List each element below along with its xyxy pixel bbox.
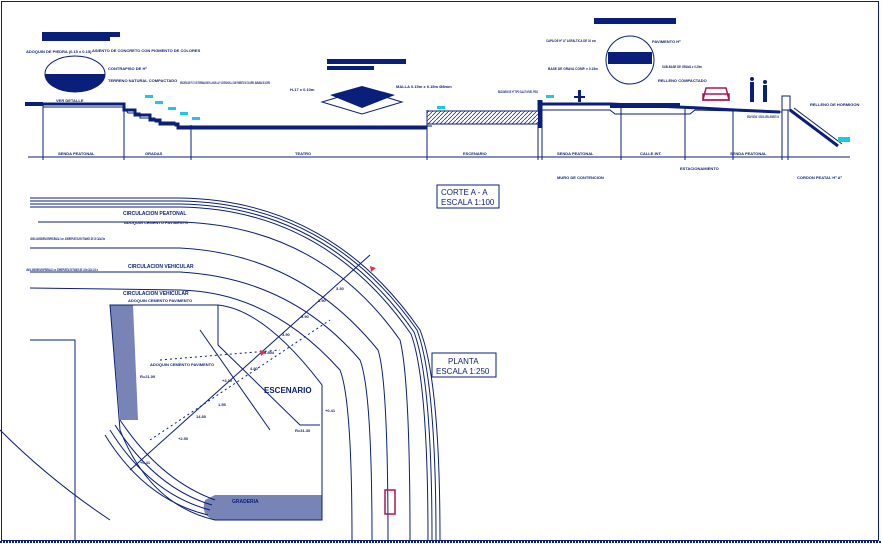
detail-circle-left-fill <box>45 74 105 92</box>
section-heading-bar-right <box>594 18 676 24</box>
dimension-label: 14.80 <box>196 414 207 419</box>
stage-label: ESCENARIO <box>264 386 312 395</box>
plan-label: GRADERIA <box>232 499 259 505</box>
radius-label: R=21.00 <box>140 374 156 379</box>
plan-label: CIRCULACION PEATONAL <box>123 211 186 217</box>
callout-text: VER DETALLE <box>56 98 84 103</box>
dimension-label: 4.80 <box>250 366 259 371</box>
callout-text: MURO DE CONTENCION <box>557 175 604 180</box>
section-a-a: SENDA PEATONAL GRADAS TEATRO ESCENARIO S… <box>25 18 859 209</box>
stage-slab-hatch <box>427 111 539 124</box>
zone-label: SENDA PEATONAL <box>58 151 95 156</box>
level-label: +3.10 <box>222 378 233 383</box>
section-heading-bar-center-2 <box>327 66 374 70</box>
callout-text: CAPA DE Hº Aº ASFALTICA DE 10 cm <box>546 38 596 43</box>
road-curves <box>0 197 441 541</box>
callout-text: MALLA 0.15m x 0.15m Ø8mm <box>396 84 452 89</box>
callout-text: RELLENO DE HORMIGON <box>810 102 859 107</box>
level-label: +2.50 <box>178 436 189 441</box>
callout-text: SUB-BASE DE GRAVA e 0.20m <box>662 64 702 69</box>
dimension-label: 1.55 <box>218 402 227 407</box>
zone-label: GRADAS <box>145 151 163 156</box>
zone-label: ESCENARIO <box>463 151 487 156</box>
plan-note: LINEA JARDINERA EMPEDRADA 2 cm. SOBREPUE… <box>26 267 98 272</box>
zone-dividers <box>42 100 789 160</box>
north-arrow-icon <box>370 266 376 272</box>
dimension-label: 3.894 <box>264 350 275 355</box>
radius-label: R=31.30 <box>295 428 311 433</box>
callout-text: CORDON PEATAL Hº Aº <box>797 175 843 180</box>
section-slab-left <box>25 102 43 106</box>
stair-arcs <box>104 419 216 516</box>
plan-label: ADOQUIN CEMENTO PAVIMENTO <box>128 298 192 303</box>
hatched-bench-bottom <box>203 495 322 520</box>
section-heading-bar-left-2 <box>42 37 110 41</box>
mesh-detail-outline <box>320 89 404 115</box>
car-plan-icon <box>384 489 396 515</box>
stage-wedge <box>109 254 371 521</box>
zone-label: SENDA PEATONAL <box>730 151 767 156</box>
detail-circle-right-fill <box>608 52 652 64</box>
parking-label: ESTACIONAMIENTO <box>680 166 719 171</box>
callout-text: PAVIMENTO Hº <box>652 39 681 44</box>
people-icon <box>750 77 767 102</box>
plan-view: CIRCULACION PEATONAL ADOQUIN CEMENTO PAV… <box>0 197 497 541</box>
section-heading-bar-left <box>42 32 120 37</box>
ramp <box>789 108 839 148</box>
dimension-label: 3.30 <box>336 286 345 291</box>
dimension-label: 3.90 <box>282 332 291 337</box>
plan-label: ADOQUIN CEMENTO PAVIMENTO <box>124 220 188 225</box>
mesh-detail <box>330 86 395 108</box>
level-label: +0.41 <box>140 460 151 465</box>
zone-label: SENDA PEATONAL <box>557 151 594 156</box>
road-pavement <box>610 103 680 108</box>
plan-label: CIRCULACION VEHICULAR <box>128 264 194 270</box>
section-title: CORTE A - A <box>441 188 488 197</box>
callout-text: ADOQUIN DE PIEDRA (0.15 x 0.15) <box>26 49 92 54</box>
callout-text: BASE DE GRAVA COMP. e 0.15m <box>548 66 598 71</box>
bench-icon <box>574 90 585 102</box>
plan-title: PLANTA <box>448 357 479 366</box>
level-marks <box>145 95 554 120</box>
detail-circle-right <box>605 35 655 85</box>
road-base <box>542 109 783 115</box>
plan-note: LINEA JARDINERA EMPEDRADA 2 cm. SOBREPUE… <box>30 236 105 241</box>
section-gradas-top <box>43 106 432 127</box>
section-title-box <box>436 184 500 209</box>
plan-label: CIRCULACION VEHICULAR <box>123 291 189 297</box>
callout-text: RELLENO COMPACTADO <box>658 78 707 83</box>
dimension-label: 3.90 <box>301 314 310 319</box>
stage-marker-icon <box>260 350 266 356</box>
callout-text: ASIENTO DE CONCRETO CON PIGMENTO DE COLO… <box>92 48 201 53</box>
dimension-label: 3.90 <box>318 298 327 303</box>
car-section-icon <box>702 87 730 101</box>
column <box>781 95 791 111</box>
hatched-bench-left <box>110 305 138 420</box>
zone-label: TEATRO <box>295 151 311 156</box>
level-marker-cyan <box>838 137 850 142</box>
plan-scale: ESCALA 1:250 <box>436 367 490 376</box>
callout-text: GRADERIA DE Hº Aº CON TERMINACION EN LA … <box>180 80 270 85</box>
section-scale: ESCALA 1:100 <box>441 198 495 207</box>
zone-label: CALLE INT. <box>640 151 662 156</box>
callout-text: CONTRAPISO DE Hº <box>108 66 147 71</box>
ramp-rail <box>793 107 843 145</box>
stage-wall <box>538 100 542 128</box>
section-gradas-profile <box>43 102 427 130</box>
callout-text: H-17 x 0.10m <box>290 87 315 92</box>
callout-text: SENDA PEATONAL Y CORDON LATERAL PAVIMENT… <box>747 114 779 119</box>
plan-label: ADOQUIN CEMENTO PAVIMENTO <box>150 362 214 367</box>
section-heading-bar-center <box>327 59 406 64</box>
callout-text: BUZONES DE Hº TIPO SALIT NIVEL PISO <box>498 89 538 94</box>
level-label: +0.41 <box>325 408 336 413</box>
plan-title-box <box>431 352 497 378</box>
callout-text: TERRENO NATURAL COMPACTADO <box>108 78 177 83</box>
